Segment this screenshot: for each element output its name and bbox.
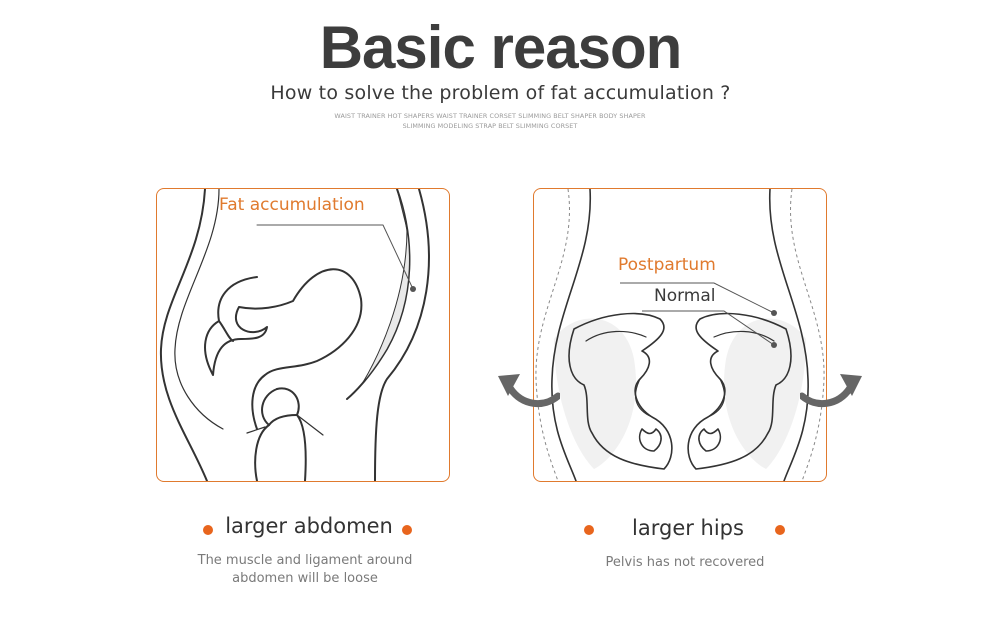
outward-left-arrow-icon <box>498 374 560 407</box>
left-caption-bullet-left <box>203 525 213 535</box>
abdomen-illustration-panel: Fat accumulation <box>156 188 450 482</box>
fat-accumulation-label: Fat accumulation <box>219 195 365 215</box>
page-subtitle: How to solve the problem of fat accumula… <box>270 82 731 104</box>
larger-abdomen-caption: larger abdomen <box>225 514 393 538</box>
abdomen-description-line-2: abdomen will be loose <box>232 571 378 586</box>
tagline-line-2: SLIMMING MODELING STRAP BELT SLIMMING CO… <box>402 122 578 130</box>
normal-label: Normal <box>654 286 716 306</box>
larger-hips-caption: larger hips <box>632 516 744 540</box>
pelvis-illustration-panel: Postpartum Normal <box>533 188 827 482</box>
right-caption-bullet-right <box>775 525 785 535</box>
tagline-line-1: WAIST TRAINER HOT SHAPERS WAIST TRAINER … <box>334 112 646 120</box>
abdomen-description-line-1: The muscle and ligament around <box>197 553 413 568</box>
left-caption-bullet-right <box>402 525 412 535</box>
pelvis-front-view-illustration <box>535 189 825 481</box>
outward-right-arrow-icon <box>800 374 862 407</box>
postpartum-label: Postpartum <box>618 255 716 275</box>
right-caption-bullet-left <box>584 525 594 535</box>
hips-description: Pelvis has not recovered <box>605 555 765 570</box>
abdomen-side-view-illustration <box>159 189 430 481</box>
page-title: Basic reason <box>319 14 683 81</box>
abdomen-description: The muscle and ligament around abdomen w… <box>160 552 450 588</box>
keyword-tagline: WAIST TRAINER HOT SHAPERS WAIST TRAINER … <box>300 111 680 131</box>
